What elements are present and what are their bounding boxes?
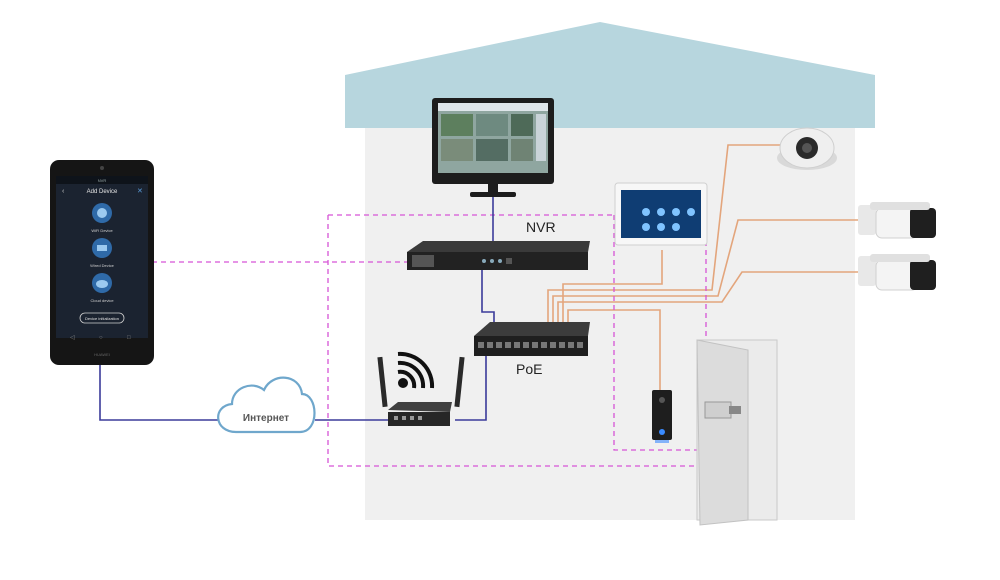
house-roof [345,22,875,128]
router [377,356,465,426]
nvr-recorder [407,241,590,270]
dome-camera [777,127,837,170]
smartphone: NVR Add Device ‹ ✕ WiFi Device Wired Dev… [50,160,154,365]
poe-switch [474,322,590,356]
phone-init-button-label: Device initialization [85,316,119,321]
phone-nav-recent-icon[interactable]: □ [127,335,131,341]
indoor-intercom-panel [614,182,708,246]
phone-option-wifi[interactable]: WiFi Device [91,203,113,233]
cable-intercom [562,250,663,322]
phone-close-icon[interactable]: ✕ [137,188,143,195]
phone-brand: HUAWEI [94,352,110,357]
phone-option-wired[interactable]: Wired Device [90,238,115,268]
poe-label: PoE [516,361,542,377]
phone-option-wifi-label: WiFi Device [91,228,113,233]
phone-nav-back-icon[interactable]: ◁ [70,335,75,341]
wifi-icon [397,351,435,389]
door-station [652,390,672,443]
internet-label: Интернет [243,413,289,424]
link-phone-cloud [99,365,218,421]
nvr-label: NVR [526,219,556,235]
phone-title: Add Device [87,189,118,195]
phone-option-cloud-label: Cloud device [90,298,114,303]
link-nvr-poe [481,268,495,326]
phone-status: NVR [98,178,107,183]
house-wall [365,128,855,520]
cable-bullet-camera-2 [557,271,858,322]
bullet-camera-2 [858,254,936,291]
internet-cloud: Интернет [217,376,316,434]
cable-dome-camera [547,144,780,322]
cable-bullet-camera-1 [552,219,858,322]
house [345,22,875,520]
phone-option-wired-label: Wired Device [90,263,115,268]
phone-option-cloud[interactable]: Cloud device [90,273,114,303]
phone-init-button[interactable]: Device initialization [79,312,125,324]
wired-links [99,192,495,421]
phone-nav-home-icon[interactable]: ○ [99,335,103,341]
link-poe-router [455,356,487,421]
monitor [432,98,554,197]
phone-back-icon[interactable]: ‹ [62,188,65,195]
bullet-camera-1 [858,202,936,239]
door [696,339,778,526]
